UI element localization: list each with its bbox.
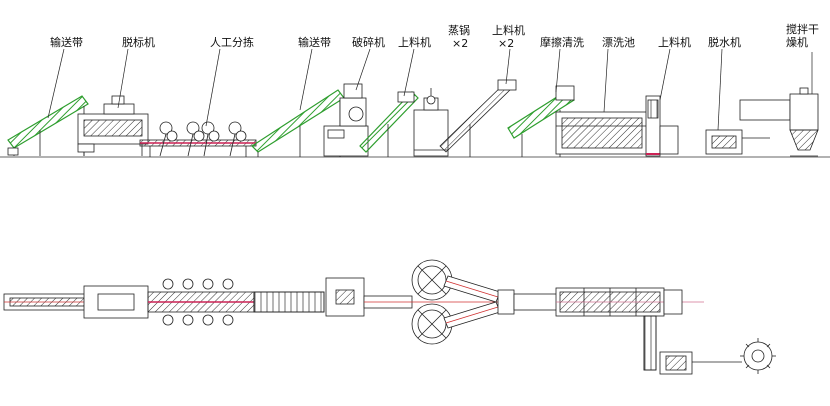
- elevation-view: [0, 48, 830, 158]
- crusher-machine: [323, 83, 369, 157]
- label-feeder-3: 上料机: [658, 36, 691, 49]
- feeder-1-machine: [359, 91, 419, 157]
- feeder-3-machine: [645, 95, 679, 157]
- plan-view: [3, 259, 776, 375]
- leader-lines: [47, 48, 813, 131]
- rinsing-tank-machine: [555, 111, 649, 155]
- label-dryer-line1: 搅拌干: [786, 23, 819, 36]
- plan-steam-pots: [411, 259, 453, 345]
- label-friction-washer: 摩擦清洗: [540, 36, 584, 49]
- label-steam-pot-qty: ×2: [452, 37, 469, 50]
- sorting-line: [139, 121, 257, 157]
- plan-workers: [162, 278, 234, 326]
- label-feeder-1: 上料机: [398, 36, 431, 49]
- feeder-2-machine: [439, 79, 517, 157]
- conveyor-1-machine: [7, 95, 89, 156]
- friction-washer-machine: [507, 85, 575, 157]
- label-conveyor-1: 输送带: [50, 36, 83, 49]
- label-remover-machine: [77, 95, 149, 156]
- label-feeder-2-qty: ×2: [498, 37, 515, 50]
- dewatering-machine: [705, 129, 770, 155]
- label-dryer-line2: 燥机: [786, 36, 808, 49]
- label-feeder-2: 上料机: [492, 24, 525, 37]
- label-dewatering: 脱水机: [708, 36, 741, 49]
- dryer-machine: [739, 87, 819, 157]
- label-crusher: 破碎机: [352, 36, 385, 49]
- label-steam-pot: 蒸锅: [448, 24, 470, 37]
- label-conveyor-2: 输送带: [298, 36, 331, 49]
- label-rinsing-tank: 漂洗池: [602, 36, 635, 49]
- label-label-remover: 脱标机: [122, 36, 155, 49]
- label-manual-sorting: 人工分拣: [210, 36, 254, 49]
